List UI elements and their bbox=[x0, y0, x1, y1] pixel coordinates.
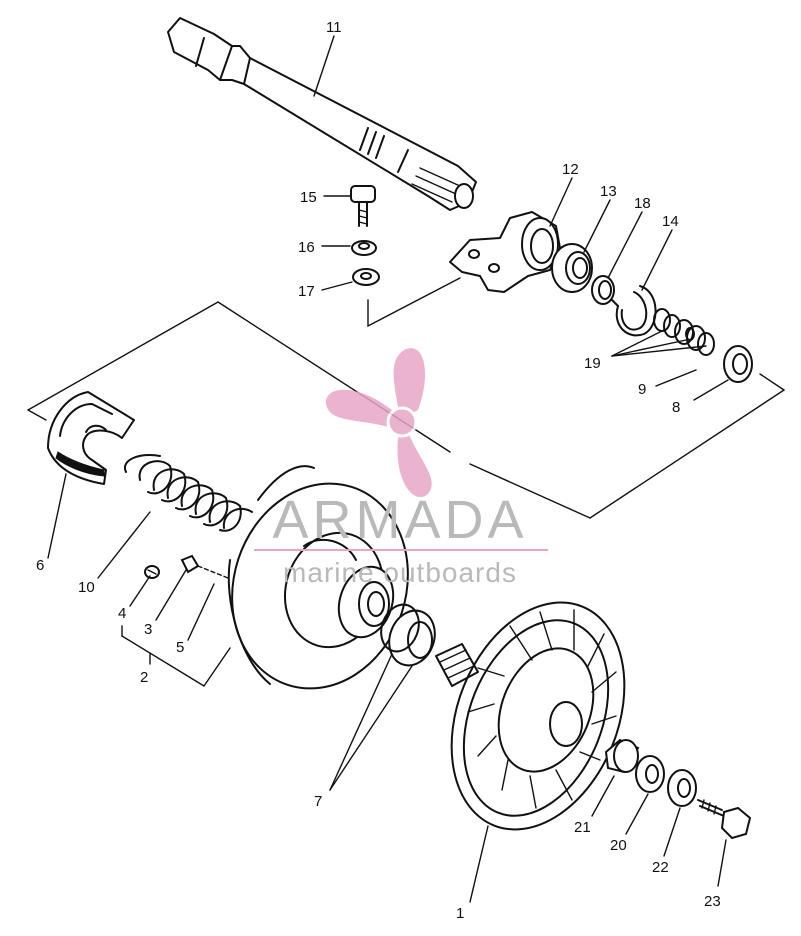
watermark: ARMADA marine outboards bbox=[254, 348, 548, 588]
shaft-part-11 bbox=[167, 17, 477, 211]
callout-3: 3 bbox=[144, 621, 152, 638]
callout-18: 18 bbox=[634, 195, 651, 212]
callout-11: 11 bbox=[326, 19, 342, 36]
callout-6: 6 bbox=[36, 557, 44, 574]
movable-sheave-part-2 bbox=[227, 465, 409, 690]
bearing-housing-part-12 bbox=[449, 211, 561, 293]
spring-stack-part-19 bbox=[653, 308, 715, 356]
callout-8: 8 bbox=[672, 399, 680, 416]
washer-part-22 bbox=[667, 769, 697, 807]
callout-16: 16 bbox=[298, 239, 315, 256]
dashed-leader-3 bbox=[197, 565, 229, 579]
callout-leader-lines bbox=[47, 35, 729, 903]
bushing-part-7 bbox=[380, 603, 436, 667]
bearing-part-13 bbox=[551, 243, 593, 293]
callout-12: 12 bbox=[562, 161, 579, 178]
callout-22: 22 bbox=[652, 859, 669, 876]
callout-5: 5 bbox=[176, 639, 184, 656]
weight-part-3 bbox=[180, 554, 200, 574]
callout-4: 4 bbox=[118, 605, 126, 622]
callout-17: 17 bbox=[298, 283, 315, 300]
washer-part-20 bbox=[635, 755, 665, 793]
callout-7: 7 bbox=[314, 793, 322, 810]
watermark-brand: ARMADA bbox=[272, 490, 527, 550]
washer-part-17 bbox=[352, 268, 380, 286]
snap-ring-part-14 bbox=[611, 285, 657, 337]
washer-part-8 bbox=[723, 345, 753, 383]
cam-part-6 bbox=[47, 391, 135, 485]
fixed-sheave-part-1 bbox=[435, 601, 626, 831]
screw-part-4 bbox=[144, 565, 160, 579]
callout-2: 2 bbox=[140, 669, 148, 686]
callout-14: 14 bbox=[662, 213, 679, 230]
callout-15: 15 bbox=[300, 189, 317, 206]
propeller-icon bbox=[325, 348, 432, 498]
circlip-part-18 bbox=[591, 275, 615, 305]
watermark-tagline: marine outboards bbox=[283, 557, 517, 588]
spacer-part-21 bbox=[604, 738, 640, 774]
callout-23: 23 bbox=[704, 893, 721, 910]
callout-10: 10 bbox=[78, 579, 95, 596]
spring-part-10 bbox=[123, 454, 253, 532]
callout-labels: 11 15 16 17 12 13 18 14 19 9 8 6 10 4 3 … bbox=[36, 19, 721, 922]
nut-part-16 bbox=[351, 240, 377, 256]
callout-1: 1 bbox=[456, 905, 464, 922]
callout-21: 21 bbox=[574, 819, 591, 836]
callout-13: 13 bbox=[600, 183, 617, 200]
callout-20: 20 bbox=[610, 837, 627, 854]
bolt-part-15 bbox=[350, 185, 376, 227]
callout-9: 9 bbox=[638, 381, 646, 398]
callout-19: 19 bbox=[584, 355, 601, 372]
leader-15-17 bbox=[367, 277, 461, 328]
assembly-bracket-lines bbox=[27, 301, 785, 519]
bolt-part-23 bbox=[697, 799, 752, 840]
